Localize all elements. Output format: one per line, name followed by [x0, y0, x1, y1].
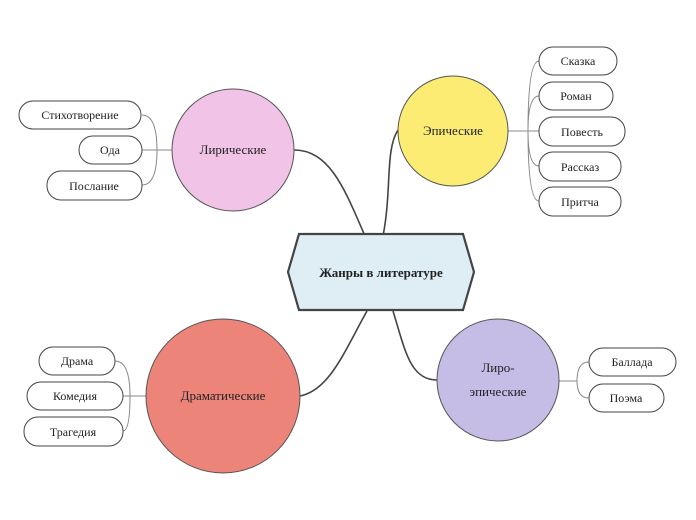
leaf-pill	[588, 347, 677, 377]
leaf-pill	[46, 170, 143, 201]
leaf-label: Повесть	[561, 125, 603, 139]
category-label: Драматические	[181, 388, 266, 403]
leaf-drama[interactable]: Драма	[38, 346, 116, 376]
leaf-label: Ода	[100, 143, 121, 157]
leaf-label: Послание	[69, 179, 119, 193]
connectors	[293, 129, 438, 397]
category-epic[interactable]: Эпические	[397, 75, 509, 187]
center-node[interactable]: Жанры в литературе	[286, 232, 476, 312]
leaf-pill	[538, 81, 614, 111]
category-label: Эпические	[423, 123, 483, 138]
bracket-drama	[114, 360, 146, 432]
leaf-pill	[18, 100, 142, 130]
leaf-pill	[38, 346, 116, 376]
connector-epic	[382, 129, 399, 237]
bracket-lyroepic	[559, 361, 590, 399]
center-label: Жанры в литературе	[319, 265, 443, 280]
category-circle	[397, 75, 509, 187]
leaf-label: Стихотворение	[41, 108, 118, 122]
leaf-label: Притча	[561, 195, 599, 209]
leaf-pill	[538, 46, 618, 76]
leaf-label: Комедия	[53, 389, 97, 403]
leaf-pill	[23, 416, 124, 447]
leaf-komedia[interactable]: Комедия	[26, 381, 124, 411]
leaf-ballada[interactable]: Баллада	[588, 347, 677, 377]
category-circle	[436, 318, 560, 442]
leaf-label: Сказка	[561, 54, 596, 68]
leaf-label: Роман	[560, 89, 592, 103]
leaf-label: Трагедия	[50, 425, 97, 439]
category-circle	[145, 318, 301, 474]
category-lyric[interactable]: Лирические	[171, 88, 295, 212]
category-label-line-1: Лиро-	[481, 360, 514, 375]
connector-lyroepic	[392, 310, 438, 381]
leaf-label: Баллада	[611, 355, 653, 369]
category-lyroepic[interactable]: Лиро- эпические	[436, 318, 560, 442]
bracket-epic	[508, 60, 540, 202]
category-label-line-2: эпические	[470, 384, 527, 399]
center-hexagon	[286, 232, 476, 312]
leaf-tragedia[interactable]: Трагедия	[23, 416, 124, 447]
leaf-pill	[538, 116, 626, 147]
leaf-pill	[78, 135, 143, 165]
leaf-pill	[538, 151, 622, 182]
leaf-povest[interactable]: Повесть	[538, 116, 626, 147]
bracket-lyric	[141, 114, 172, 186]
leaf-roman[interactable]: Роман	[538, 81, 614, 111]
leaf-pill	[538, 186, 622, 217]
leaf-label: Рассказ	[561, 160, 600, 174]
leaf-pill	[26, 381, 124, 411]
leaf-pill	[588, 383, 665, 413]
leaf-label: Драма	[61, 354, 94, 368]
leaf-oda[interactable]: Ода	[78, 135, 143, 165]
category-label: Лирические	[200, 142, 267, 157]
leaf-brackets	[114, 60, 590, 432]
leaf-pritcha[interactable]: Притча	[538, 186, 622, 217]
leaf-stikhotvorenie[interactable]: Стихотворение	[18, 100, 142, 130]
category-circle	[171, 88, 295, 212]
leaf-label: Поэма	[610, 391, 643, 405]
leaf-poslanie[interactable]: Послание	[46, 170, 143, 201]
connector-drama	[299, 310, 368, 397]
leaf-poema[interactable]: Поэма	[588, 383, 665, 413]
category-drama[interactable]: Драматические	[145, 318, 301, 474]
connector-lyric	[293, 149, 366, 237]
leaf-skazka[interactable]: Сказка	[538, 46, 618, 76]
leaf-rasskaz[interactable]: Рассказ	[538, 151, 622, 182]
